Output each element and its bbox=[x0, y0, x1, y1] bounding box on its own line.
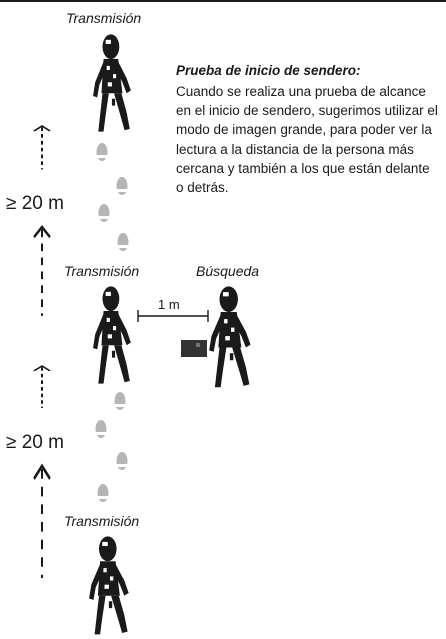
footprint-icon bbox=[95, 420, 107, 438]
label-transmision-top: Transmisión bbox=[66, 10, 142, 26]
footprint-icon bbox=[116, 177, 128, 195]
label-transmision-bottom: Transmisión bbox=[64, 513, 140, 529]
arrow-up-icon bbox=[32, 464, 52, 580]
distance-marker bbox=[137, 310, 209, 322]
distance-upper: ≥ 20 m bbox=[6, 193, 64, 214]
arrow-up-icon bbox=[32, 124, 52, 171]
person-transmit-icon bbox=[93, 286, 131, 384]
arrow-up-icon bbox=[32, 364, 52, 410]
footprint-icon bbox=[117, 233, 129, 251]
label-transmision-mid: Transmisión bbox=[64, 263, 140, 279]
footprint-icon bbox=[97, 484, 109, 502]
footprint-icon bbox=[96, 143, 108, 161]
note-title: Prueba de inicio de sendero: bbox=[176, 63, 361, 78]
person-transmit-icon bbox=[93, 34, 131, 132]
note-body: Cuando se realiza una prueba de alcance … bbox=[176, 84, 438, 196]
distance-lower: ≥ 20 m bbox=[6, 432, 64, 453]
distance-between-people: 1 m bbox=[158, 297, 180, 312]
arrow-up-icon bbox=[32, 225, 52, 318]
footprint-icon bbox=[98, 204, 110, 222]
top-rule bbox=[0, 0, 446, 2]
person-transmit-icon bbox=[89, 536, 129, 635]
label-busqueda: Búsqueda bbox=[196, 263, 260, 279]
footprint-icon bbox=[114, 392, 126, 410]
beacon-device-icon bbox=[181, 340, 207, 357]
footprint-icon bbox=[116, 452, 128, 470]
person-search-icon bbox=[209, 286, 251, 388]
